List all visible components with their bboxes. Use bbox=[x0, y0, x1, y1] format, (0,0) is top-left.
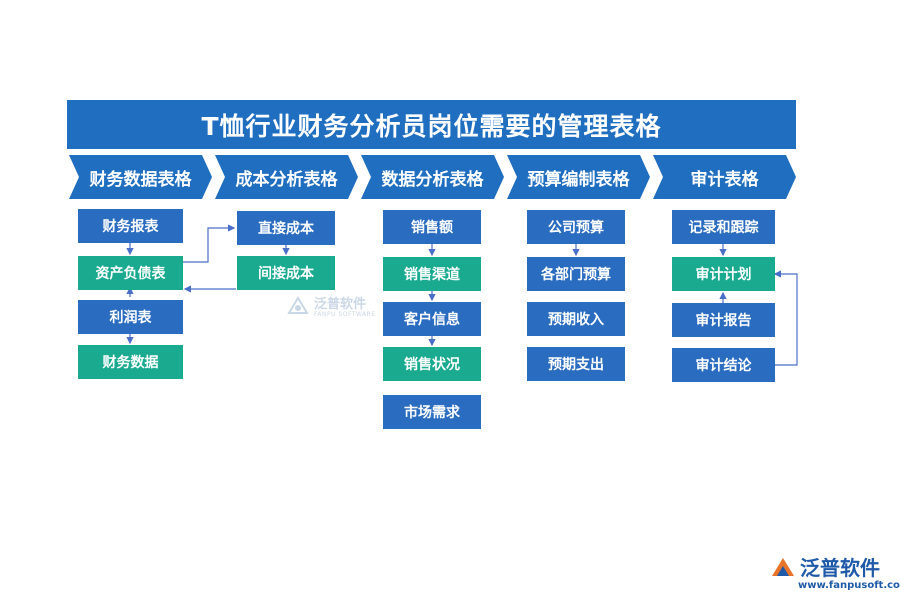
fanpu-logo-icon bbox=[286, 295, 310, 323]
diagram-title: T恤行业财务分析员岗位需要的管理表格 bbox=[67, 100, 796, 149]
node-market-demand: 市场需求 bbox=[383, 395, 481, 429]
column-header-cost: 成本分析表格 bbox=[215, 155, 358, 199]
column-header-audit: 审计表格 bbox=[653, 155, 796, 199]
node-financial-data: 财务数据 bbox=[78, 345, 183, 379]
watermark-sub: FANPU SOFTWARE bbox=[314, 311, 376, 318]
connector bbox=[183, 224, 236, 263]
watermark-name: 泛普软件 bbox=[314, 297, 367, 312]
node-financial-report: 财务报表 bbox=[78, 209, 183, 243]
node-income-statement: 利润表 bbox=[78, 300, 183, 334]
node-sales-status: 销售状况 bbox=[383, 347, 481, 381]
node-customer-info: 客户信息 bbox=[383, 302, 481, 336]
node-audit-report: 审计报告 bbox=[672, 303, 775, 337]
node-company-budget: 公司预算 bbox=[527, 210, 625, 244]
brand-url: www.fanpusoft.com bbox=[798, 580, 900, 591]
node-balance-sheet: 资产负债表 bbox=[78, 256, 183, 290]
node-sales-channel: 销售渠道 bbox=[383, 257, 481, 291]
brand-logo: 泛普软件 www.fanpusoft.com bbox=[770, 552, 900, 598]
node-expected-expense: 预期支出 bbox=[527, 347, 625, 381]
node-direct-cost: 直接成本 bbox=[237, 211, 335, 245]
fanpu-logo-icon bbox=[770, 556, 796, 584]
column-header-finance: 财务数据表格 bbox=[69, 155, 212, 199]
watermark: 泛普软件 FANPU SOFTWARE bbox=[286, 293, 386, 323]
node-audit-plan: 审计计划 bbox=[672, 257, 775, 291]
node-expected-income: 预期收入 bbox=[527, 302, 625, 336]
column-header-budget: 预算编制表格 bbox=[507, 155, 650, 199]
node-department-budget: 各部门预算 bbox=[527, 257, 625, 291]
column-header-analysis: 数据分析表格 bbox=[361, 155, 504, 199]
connector bbox=[773, 270, 798, 366]
node-indirect-cost: 间接成本 bbox=[237, 256, 335, 290]
brand-name: 泛普软件 bbox=[800, 556, 880, 580]
node-audit-conclusion: 审计结论 bbox=[672, 348, 775, 382]
node-record-tracking: 记录和跟踪 bbox=[672, 210, 775, 244]
node-sales-amount: 销售额 bbox=[383, 210, 481, 244]
